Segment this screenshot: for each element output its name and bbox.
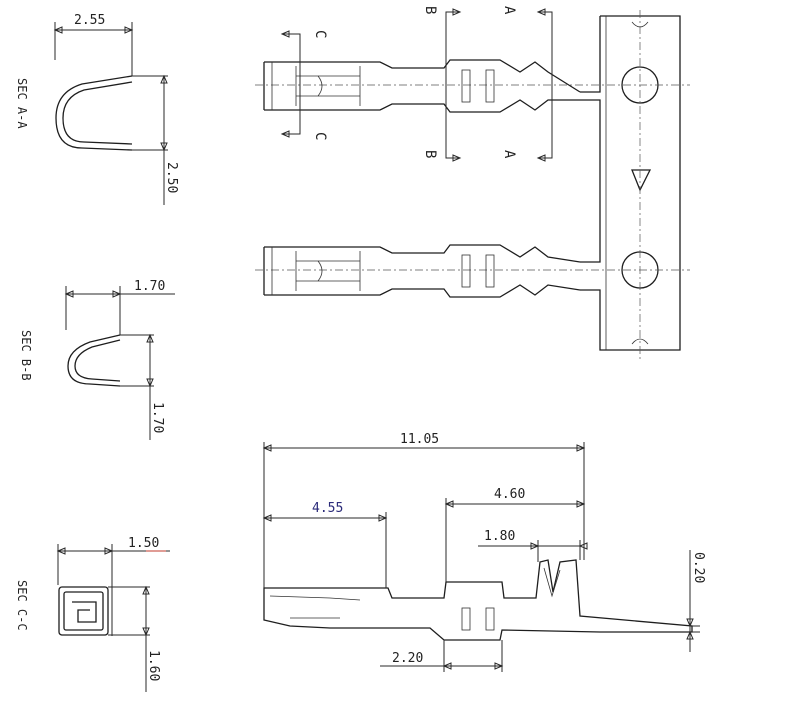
cut-mark-c-top: C xyxy=(312,30,328,38)
dim-contact-length: 4.55 xyxy=(312,501,343,516)
cut-mark-c-bottom: C xyxy=(312,132,328,140)
top-view: C C B B A A xyxy=(255,6,690,360)
sec-aa-label: SEC A-A xyxy=(15,78,29,129)
section-cc: 1.50 1.60 SEC C-C xyxy=(15,536,170,692)
sec-bb-label: SEC B-B xyxy=(19,330,33,381)
cut-mark-a-bottom: A xyxy=(501,150,517,159)
cut-mark-b-bottom: B xyxy=(422,150,438,158)
terminal-lower xyxy=(255,244,690,298)
sec-bb-width: 1.70 xyxy=(134,279,165,294)
cut-mark-b-top: B xyxy=(422,6,438,14)
dim-overall: 11.05 xyxy=(400,432,439,447)
sec-cc-label: SEC C-C xyxy=(15,580,29,631)
sec-cc-height: 1.60 xyxy=(146,650,161,681)
sec-aa-width: 2.55 xyxy=(74,13,105,28)
sec-cc-width: 1.50 xyxy=(128,536,159,551)
section-bb: 1.70 1.70 SEC B-B xyxy=(19,279,175,440)
sec-bb-height: 1.70 xyxy=(150,402,165,433)
dim-crimp-length: 4.60 xyxy=(494,487,525,502)
side-view: 11.05 4.55 4.60 1.80 2.20 0.20 xyxy=(262,432,706,672)
dim-material-thickness: 0.20 xyxy=(691,552,706,583)
dim-insulation-barrel: 1.80 xyxy=(484,529,515,544)
sec-aa-height: 2.50 xyxy=(164,162,179,193)
section-aa: 2.55 2.50 SEC A-A xyxy=(15,13,179,205)
terminal-upper xyxy=(255,59,690,113)
cut-mark-a-top: A xyxy=(501,6,517,15)
dim-wire-barrel: 2.20 xyxy=(392,651,423,666)
